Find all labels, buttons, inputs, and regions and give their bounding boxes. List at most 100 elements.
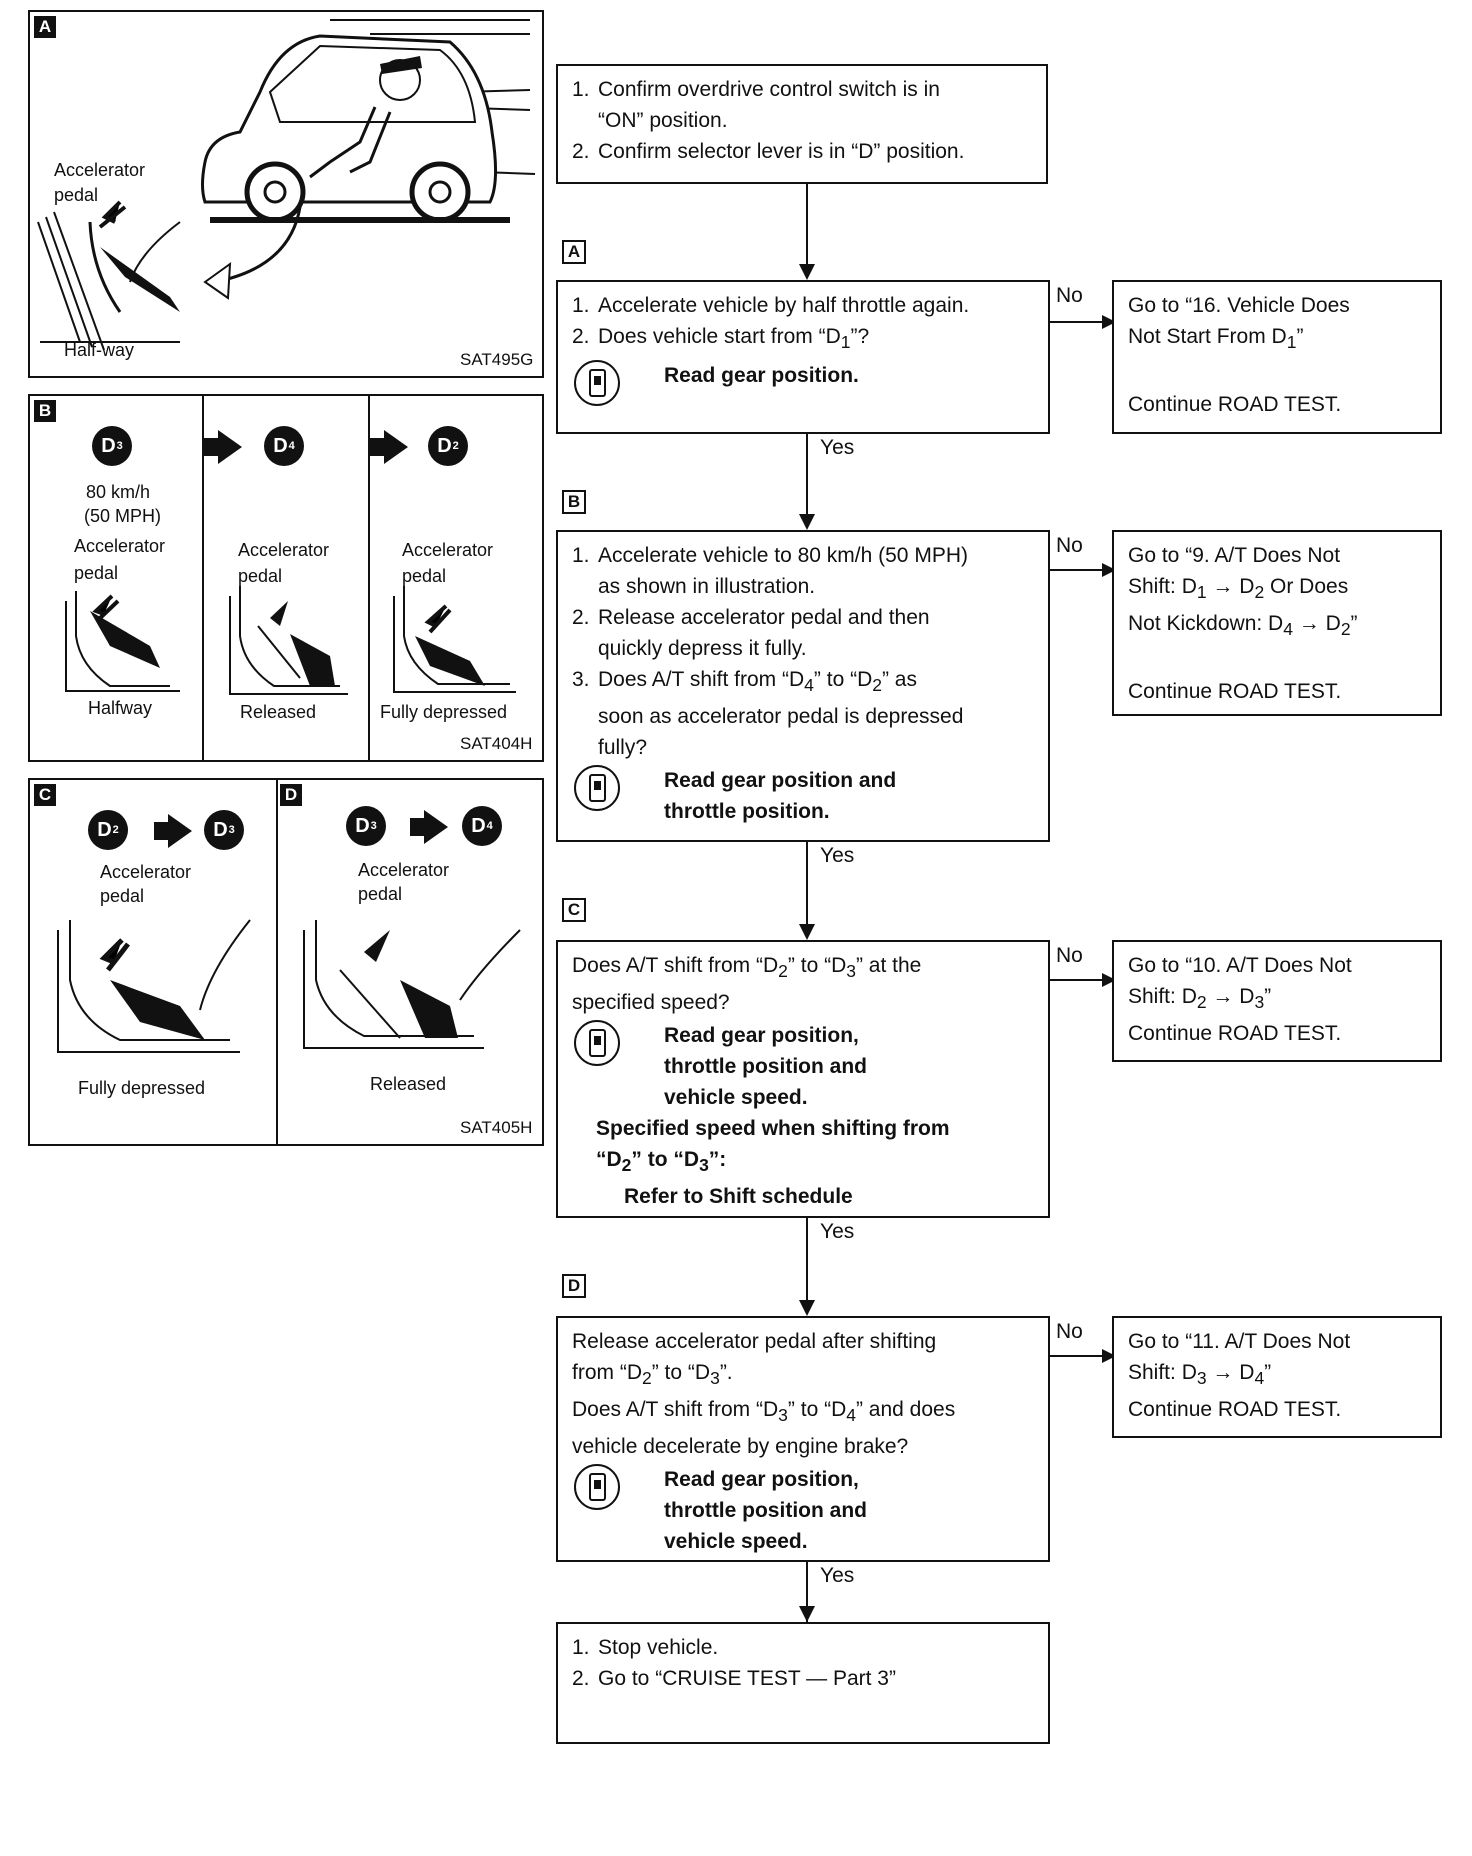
step-number: 1. — [572, 78, 590, 101]
panel-d-label-line2: pedal — [358, 884, 403, 904]
result-line3: Continue ROAD TEST. — [1128, 393, 1342, 417]
step-d-box: Release accelerator pedal after shifting… — [556, 1316, 1050, 1562]
panel-cd-divider — [276, 780, 278, 1144]
step-c-line1b: specified speed? — [572, 991, 730, 1015]
result-line2: Shift: D2 → D3” — [1128, 985, 1272, 1013]
down-arrow-icon — [799, 1300, 815, 1316]
yes-label: Yes — [820, 436, 855, 459]
step-number: 2. — [572, 325, 590, 348]
illustration-panel-a: A — [28, 10, 544, 378]
step-tag-c: C — [562, 898, 586, 922]
col1-caption: Halfway — [88, 698, 153, 718]
flow-connector — [806, 184, 808, 276]
step-number: 1. — [572, 544, 590, 567]
consult-device-icon — [574, 765, 620, 812]
start-line2: Confirm selector lever is in “D” positio… — [598, 140, 965, 163]
down-arrow-icon — [799, 924, 815, 940]
step-d-line3: Does A/T shift from “D3” to “D4” and doe… — [572, 1398, 956, 1426]
yes-label: Yes — [820, 844, 855, 867]
car-driver-illustration — [37, 19, 536, 351]
speed-line2: (50 MPH) — [84, 506, 162, 526]
panel-b-divider — [202, 396, 204, 760]
right-arrow-icon — [154, 814, 192, 848]
result-line2: Shift: D3 → D4” — [1128, 1361, 1272, 1389]
yes-label: Yes — [820, 1220, 855, 1243]
right-arrow-icon — [204, 430, 242, 464]
result-line3: Not Kickdown: D4 → D2” — [1128, 612, 1358, 640]
step-c-box: Does A/T shift from “D2” to “D3” at the … — [556, 940, 1050, 1218]
flow-connector — [806, 1562, 808, 1622]
panel-tag-c: C — [34, 784, 56, 806]
result-line1: Go to “10. A/T Does Not — [1128, 954, 1352, 977]
step-number: 1. — [572, 294, 590, 317]
step-tag-a: A — [562, 240, 586, 264]
speed-line1: 80 km/h — [86, 482, 151, 502]
step-d-result-box: Go to “11. A/T Does Not Shift: D3 → D4” … — [1112, 1316, 1442, 1438]
end-step-box: 1.Stop vehicle. 2.Go to “CRUISE TEST — P… — [556, 1622, 1050, 1744]
result-line2: Not Start From D1” — [1128, 325, 1304, 353]
result-line2: Shift: D1 → D2 Or Does — [1128, 575, 1349, 603]
result-line1: Go to “11. A/T Does Not — [1128, 1330, 1351, 1353]
no-arrow — [1050, 973, 1116, 987]
panel-b-divider — [368, 396, 370, 760]
col3-caption: Fully depressed — [380, 702, 508, 722]
result-line1: Go to “16. Vehicle Does — [1128, 294, 1350, 317]
start-line1b: “ON” position. — [598, 109, 728, 132]
pedal-illustrations — [57, 919, 521, 1053]
no-label: No — [1056, 944, 1083, 967]
panel-d-label-line1: Accelerator — [358, 860, 450, 880]
no-label: No — [1056, 534, 1083, 557]
panel-a-code: SAT495G — [460, 350, 534, 369]
step-a-result-box: Go to “16. Vehicle Does Not Start From D… — [1112, 280, 1442, 434]
panel-c-caption: Fully depressed — [78, 1078, 206, 1098]
step-b-line3: Does A/T shift from “D4” to “D2” as — [598, 668, 917, 696]
consult-device-icon — [574, 360, 620, 407]
step-number: 2. — [572, 606, 590, 629]
no-arrow — [1050, 1349, 1116, 1363]
read-instruction: Read gear position and throttle position… — [664, 769, 897, 824]
right-arrow-icon — [370, 430, 408, 464]
panel-tag-b: B — [34, 400, 56, 422]
panel-a-label-line1: Accelerator — [54, 160, 146, 180]
down-arrow-icon — [799, 1606, 815, 1622]
flow-connector — [806, 434, 808, 528]
result-line3: Continue ROAD TEST. — [1128, 1022, 1342, 1046]
result-line1: Go to “9. A/T Does Not — [1128, 544, 1341, 567]
read-instruction: Read gear position, throttle position an… — [664, 1024, 867, 1110]
col2-label-line2: pedal — [238, 566, 283, 586]
start-line1: Confirm overdrive control switch is in — [598, 78, 940, 101]
col3-label-line1: Accelerator — [402, 540, 494, 560]
panel-c-label-line1: Accelerator — [100, 862, 192, 882]
col3-label-line2: pedal — [402, 566, 447, 586]
consult-device-icon — [574, 1464, 620, 1511]
down-arrow-icon — [799, 264, 815, 280]
step-tag-d: D — [562, 1274, 586, 1298]
panel-d-code: SAT405H — [460, 1118, 533, 1137]
down-arrow-icon — [799, 514, 815, 530]
step-tag-b: B — [562, 490, 586, 514]
step-b-line3c: fully? — [598, 736, 648, 760]
result-line4: Continue ROAD TEST. — [1128, 680, 1342, 704]
step-number: 2. — [572, 1667, 590, 1690]
panel-tag-d: D — [280, 784, 302, 806]
col1-label-line1: Accelerator — [74, 536, 166, 556]
spec-line1: Specified speed when shifting from — [596, 1117, 950, 1141]
pedal-illustrations — [65, 586, 516, 695]
panel-a-caption: Half-way — [64, 340, 135, 360]
panel-tag-a: A — [34, 16, 56, 38]
consult-device-icon — [574, 1020, 620, 1067]
step-b-line1b: as shown in illustration. — [598, 575, 816, 598]
read-instruction: Read gear position, throttle position an… — [664, 1468, 867, 1554]
col1-label-line2: pedal — [74, 563, 119, 583]
flow-connector — [806, 842, 808, 938]
step-number: 2. — [572, 140, 590, 163]
step-d-line1: Release accelerator pedal after shifting — [572, 1330, 937, 1353]
step-d-line2: from “D2” to “D3”. — [572, 1361, 733, 1389]
end-line2: Go to “CRUISE TEST — Part 3” — [598, 1667, 896, 1690]
